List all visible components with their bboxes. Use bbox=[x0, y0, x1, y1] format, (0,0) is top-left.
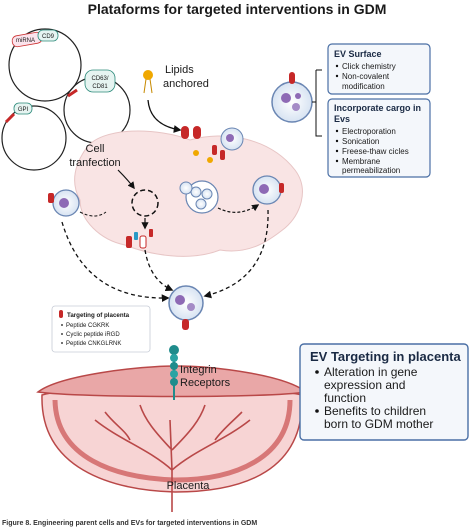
membrane-circle-gpi: GPI bbox=[1, 102, 67, 171]
figure-title: Plataforms for targeted interventions in… bbox=[88, 1, 387, 17]
membrane-evs bbox=[181, 126, 244, 163]
cd9-tag: CD9 bbox=[42, 34, 55, 40]
lipids-label-2: anchored bbox=[163, 78, 209, 90]
targeting-item-3: Peptide CNKGLRNK bbox=[66, 341, 121, 347]
ev-targeting-item-1: Alteration in gene bbox=[324, 365, 418, 379]
targeting-title: Targeting of placenta bbox=[67, 312, 130, 319]
cargo-item-4: Membrane bbox=[342, 157, 381, 166]
ev-vesicle-top-right bbox=[271, 72, 313, 123]
cargo-item-5: permeabilization bbox=[342, 166, 400, 175]
ev-surface-item-1: Click chemistry bbox=[342, 62, 396, 71]
placenta-label: Placenta bbox=[167, 480, 211, 492]
flow-arrow-left bbox=[61, 221, 170, 303]
multivesicular-body bbox=[179, 180, 219, 214]
cargo-item-3: Freese-thaw cicles bbox=[342, 147, 409, 156]
flow-arrow-right bbox=[203, 209, 269, 299]
targeting-item-1: Peptide CGKRK bbox=[66, 323, 109, 329]
ev-targeting-title: EV Targeting in placenta bbox=[310, 349, 462, 364]
ev-surface-title: EV Surface bbox=[334, 49, 382, 59]
cargo-title-1: Incorporate cargo in bbox=[334, 103, 421, 113]
transfection-label: Cell bbox=[86, 143, 105, 155]
ev-vesicle-right bbox=[252, 175, 284, 205]
membrane-circle-cd9: miRNA CD9 bbox=[8, 28, 82, 102]
lipid-icon bbox=[143, 70, 153, 94]
targeting-box: Targeting of placenta Peptide CGKRK Cycl… bbox=[51, 305, 151, 353]
targeting-item-2: Cyclic peptide iRGD bbox=[66, 332, 120, 338]
ev-surface-item-2: Non-covalent bbox=[342, 72, 390, 81]
ev-surface-box: EV Surface Click chemistry Non-covalent … bbox=[327, 43, 431, 95]
cargo-item-1: Electroporation bbox=[342, 127, 396, 136]
lipids-label: Lipids bbox=[165, 64, 194, 76]
lipid-arrow bbox=[147, 99, 182, 133]
mirna-tag: miRNA bbox=[16, 38, 35, 44]
ev-targeting-item-5: born to GDM mother bbox=[324, 417, 433, 431]
membrane-circle-cd63: CD63/ CD81 bbox=[63, 69, 131, 144]
cargo-box: Incorporate cargo in Evs Electroporation… bbox=[327, 98, 431, 178]
ev-surface-item-3: modification bbox=[342, 82, 385, 91]
gpi-tag: GPI bbox=[18, 107, 29, 113]
secretion-arrow bbox=[217, 204, 260, 213]
ev-vesicle-targeted bbox=[168, 285, 204, 330]
ev-targeting-item-4: Benefits to children bbox=[324, 404, 426, 418]
nucleus-dashed bbox=[131, 189, 159, 217]
integrin-label: Integrin bbox=[180, 364, 217, 376]
integrin-receptor-icon bbox=[169, 345, 179, 400]
ev-vesicle-left bbox=[48, 189, 80, 217]
cd81-tag: CD81 bbox=[92, 84, 108, 90]
flow-arrow-center bbox=[144, 249, 174, 291]
left-ev-link bbox=[79, 211, 107, 217]
transfection-arrow bbox=[117, 169, 135, 190]
cd63-tag: CD63/ bbox=[91, 76, 108, 82]
figure-caption: Figure 8. Engineering parent cells and E… bbox=[2, 520, 257, 527]
integrin-label-2: Receptors bbox=[180, 377, 231, 389]
ev-targeting-box: EV Targeting in placenta Alteration in g… bbox=[299, 343, 469, 441]
cargo-title-2: Evs bbox=[334, 114, 350, 124]
ev-targeting-item-3: function bbox=[324, 391, 366, 405]
plasmid-tubes-icon bbox=[126, 229, 153, 249]
transfection-label-2: tranfection bbox=[69, 157, 120, 169]
cargo-item-2: Sonication bbox=[342, 137, 379, 146]
box-bracket bbox=[312, 69, 322, 137]
ev-targeting-item-2: expression and bbox=[324, 378, 405, 392]
